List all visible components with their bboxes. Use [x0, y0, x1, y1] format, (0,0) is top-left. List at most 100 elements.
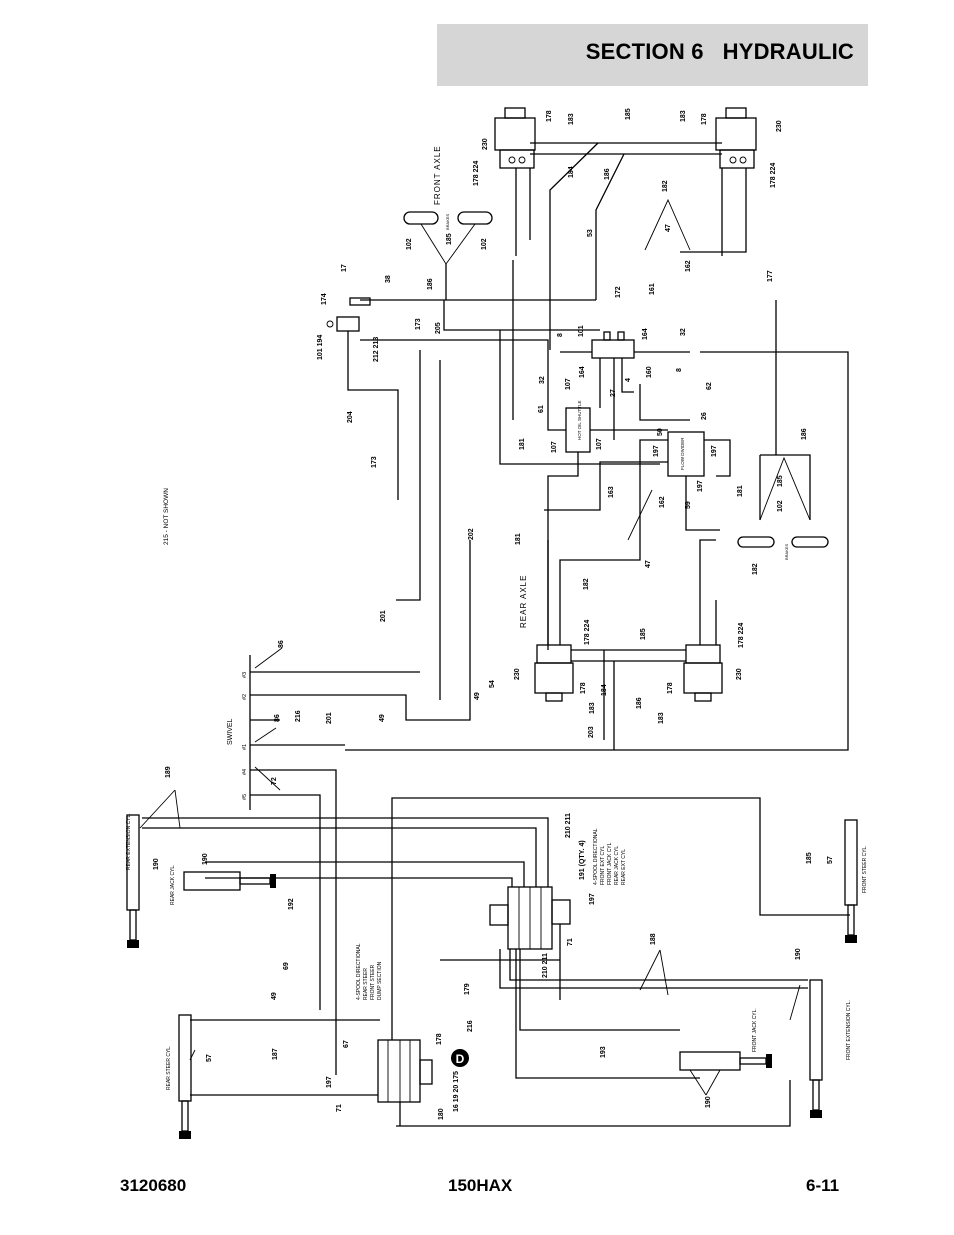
callout: 101 — [578, 325, 585, 337]
callout: 230 — [514, 668, 521, 680]
callout: 188 — [650, 933, 657, 945]
callout: 185 — [446, 233, 453, 245]
callout: 186 — [801, 428, 808, 440]
callout: 182 — [662, 180, 669, 192]
callout: 16 19 20 175 — [453, 1071, 460, 1112]
callout: 54 — [489, 680, 496, 688]
callout: 183 — [658, 712, 665, 724]
callout: 182 — [583, 578, 590, 590]
callout: 205 — [435, 322, 442, 334]
callout: 186 — [427, 278, 434, 290]
callout: 185 — [806, 852, 813, 864]
callout: 57 — [206, 1054, 213, 1062]
callout: 8 — [676, 368, 683, 372]
callout: 27 — [610, 389, 617, 397]
front-steer-cyl-label: FRONT STEER CYL. — [862, 845, 868, 893]
model-name: 150HAX — [448, 1176, 513, 1195]
page-number: 6-11 — [806, 1176, 840, 1195]
callout: 4 — [625, 378, 632, 382]
callout: 184 — [601, 684, 608, 696]
callout: 173 — [371, 456, 378, 468]
rear-axle-motor-left — [534, 644, 574, 702]
detail-marker-d: D — [451, 1049, 469, 1067]
callout: 102 — [777, 500, 784, 512]
valve-a-line-3: FRONT JACK CYL — [607, 842, 613, 885]
callout: 190 — [153, 858, 160, 870]
section-title: SECTION 6 HYDRAULIC — [585, 39, 854, 64]
callout: 71 — [336, 1104, 343, 1112]
detail-letter: D — [456, 1052, 465, 1066]
callout: 101 194 — [317, 335, 324, 360]
swivel-port-4: #4 — [242, 769, 248, 775]
brake-valve — [326, 297, 399, 500]
callout: 32 — [539, 376, 546, 384]
front-brakes — [403, 211, 493, 300]
callout: 161 — [649, 283, 656, 295]
callout: 230 — [482, 138, 489, 150]
callout: 185 — [640, 628, 647, 640]
callout: 178 — [436, 1033, 443, 1045]
rear-extension-cylinder — [126, 814, 140, 948]
callout: 38 — [385, 275, 392, 283]
callout: 186 — [604, 168, 611, 180]
callout: 107 — [565, 378, 572, 390]
center-manifold — [591, 331, 635, 359]
rear-steer-cyl-label: REAR STEER CYL. — [166, 1046, 172, 1090]
swivel-port-5: #5 — [242, 794, 248, 800]
valve-b-line-3: FRONT STEER — [370, 964, 376, 1000]
callout: 202 — [468, 528, 475, 540]
callout: 47 — [645, 560, 652, 568]
callout: 183 — [680, 110, 687, 122]
callout: 181 — [515, 533, 522, 545]
callout: 184 — [568, 166, 575, 178]
section-header: SECTION 6 HYDRAULIC — [437, 24, 868, 86]
callout: 172 — [615, 286, 622, 298]
callout: 201 — [380, 610, 387, 622]
callout: 197 — [326, 1076, 333, 1088]
callout: 216 — [467, 1020, 474, 1032]
callout: 230 — [736, 668, 743, 680]
callout: 61 — [538, 405, 545, 413]
callout: 212 213 — [373, 337, 380, 362]
callout: 102 — [481, 238, 488, 250]
callout: 17 — [341, 264, 348, 272]
callout: 69 — [283, 962, 290, 970]
callout: 86 — [278, 640, 285, 648]
callout: 189 — [165, 766, 172, 778]
note-215: 215 - NOT SHOWN — [163, 488, 170, 545]
rear-jack-cyl-label: REAR JACK CYL. — [170, 864, 176, 905]
valve-b-line-4: DUMP SECTION — [377, 961, 383, 1000]
callout: 197 — [589, 893, 596, 905]
four-spool-valve-b — [377, 1039, 433, 1103]
flow-divider-label: FLOW DIVIDER — [680, 437, 685, 470]
rear-axle-motor-right — [683, 644, 723, 702]
rear-steer-cylinder — [178, 1014, 192, 1139]
swivel-label: SWIVEL — [227, 718, 234, 745]
callout: 162 — [659, 496, 666, 508]
hot-oil-shuttle-label: HOT OIL SHUTTLE — [577, 400, 582, 440]
callout: 177 — [767, 270, 774, 282]
callout: 178 224 — [770, 163, 777, 188]
callout: 178 224 — [584, 620, 591, 645]
callout: 197 — [697, 480, 704, 492]
swivel-port-2: #2 — [242, 694, 248, 700]
callout: 193 — [600, 1046, 607, 1058]
callout: 230 — [776, 120, 783, 132]
valve-a-line-2: FRONT EXT CYL — [600, 846, 606, 885]
callout: 62 — [706, 382, 713, 390]
rear-brakes-label: BRAKES — [784, 543, 789, 560]
callout: 178 — [667, 682, 674, 694]
callout: 190 — [795, 948, 802, 960]
callout: 49 — [474, 692, 481, 700]
callout: 182 — [752, 563, 759, 575]
callout: 197 — [653, 445, 660, 457]
callout: 180 — [438, 1108, 445, 1120]
front-brakes-label: BRAKES — [445, 213, 450, 230]
callout: 86 — [274, 714, 281, 722]
callout: 203 — [588, 726, 595, 738]
valve-a-line-4: REAR JACK CYL — [614, 846, 620, 885]
callout: 174 — [321, 293, 328, 305]
callout: 186 — [636, 697, 643, 709]
rear-axle-label: REAR AXLE — [519, 575, 528, 628]
